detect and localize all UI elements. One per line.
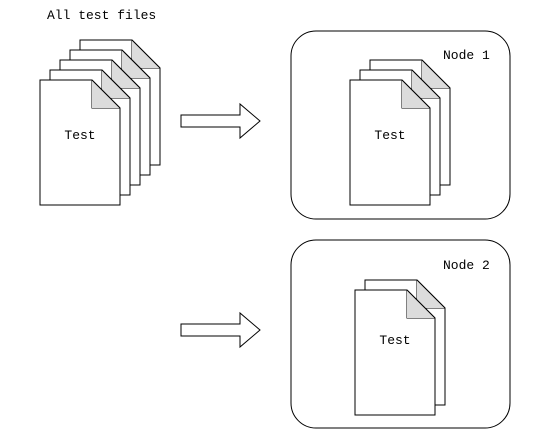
source-file-stack: Test	[39, 39, 161, 206]
source-file-label: Test	[64, 128, 95, 143]
node-2-label: Node 2	[443, 258, 490, 273]
node-1-file-stack: Test	[349, 59, 451, 206]
node-2-file-stack: Test	[354, 279, 446, 416]
node-2-file-label: Test	[379, 333, 410, 348]
node-2-box: Node 2 Test	[290, 239, 511, 429]
node-1-box: Node 1 Test	[290, 30, 511, 220]
node-1-label: Node 1	[443, 48, 490, 63]
node-1-file-label: Test	[374, 128, 405, 143]
file-page	[354, 289, 436, 416]
source-label: All test files	[47, 8, 156, 23]
arrow-right-icon	[180, 102, 261, 140]
arrow-right-icon	[180, 311, 261, 349]
